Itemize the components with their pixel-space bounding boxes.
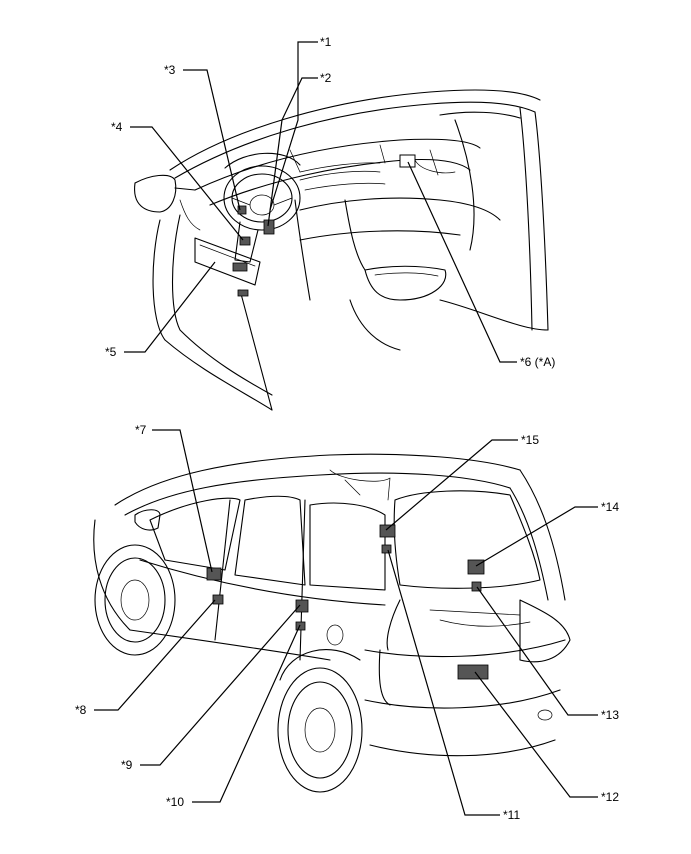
callout-10: *10 [166,795,185,809]
part-3 [237,205,247,215]
callout-5: *5 [105,345,117,359]
part-6-box [399,154,416,168]
part-12 [457,664,489,680]
part-4 [239,236,251,246]
part-5 [232,262,248,272]
callout-1: *1 [320,35,332,49]
part-9 [295,599,309,613]
callout-8: *8 [75,703,87,717]
callout-7: *7 [135,423,147,437]
callout-15: *15 [521,433,540,447]
part-5b [237,289,249,297]
part-10 [295,621,306,631]
part-7 [206,567,222,581]
callout-12: *12 [601,790,620,804]
part-15 [379,524,396,538]
callout-13: *13 [601,708,620,722]
part-13 [471,581,482,592]
callout-6: *6 (*A) [520,355,556,369]
part-11 [381,544,392,554]
callout-11: *11 [503,808,521,822]
callout-14: *14 [601,500,620,514]
callout-4: *4 [111,120,123,134]
leader-lines-top [124,41,517,363]
part-8 [212,594,224,605]
leader-lines-bottom [94,429,598,816]
callout-2: *2 [320,71,332,85]
rear-exterior-illustration [93,453,571,793]
interior-dashboard-illustration [134,89,549,411]
callout-9: *9 [121,758,133,772]
callout-3: *3 [164,63,176,77]
